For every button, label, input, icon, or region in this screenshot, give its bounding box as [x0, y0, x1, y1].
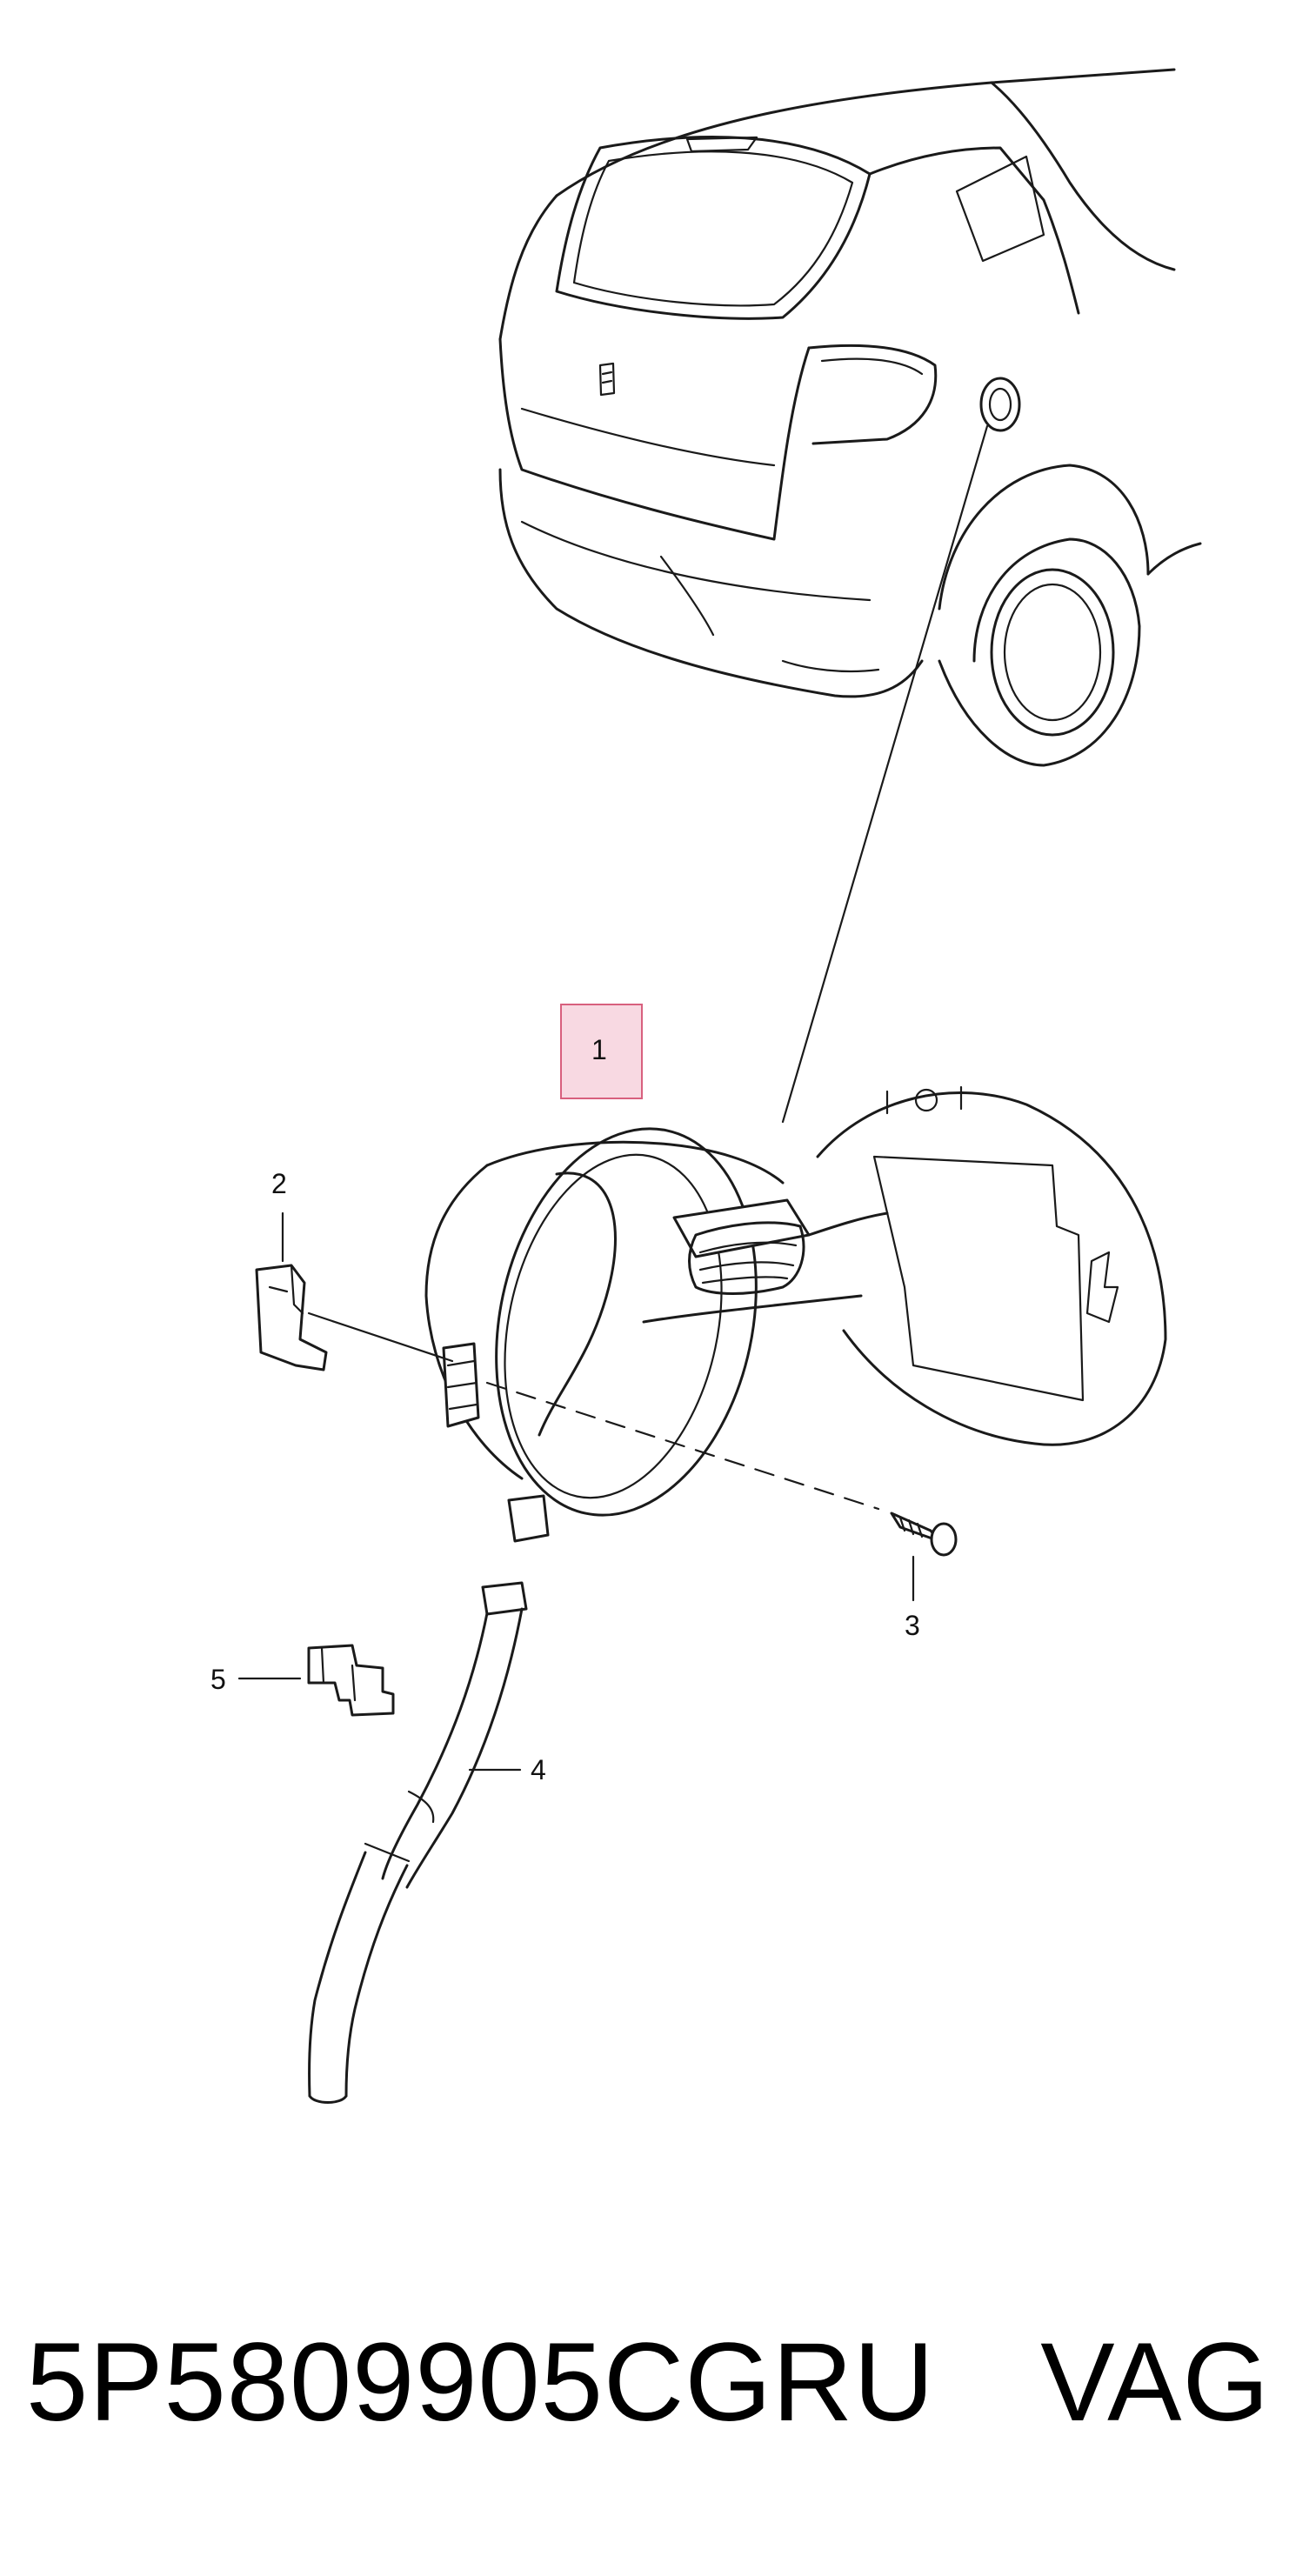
leader-3-dashed: [485, 1381, 880, 1511]
part-number: 5P5809905CGRU: [26, 2320, 935, 2445]
callout-1-label: 1: [591, 1034, 607, 1065]
leader-car-to-assembly: [781, 424, 989, 1124]
callout-5-label: 5: [210, 1664, 226, 1695]
part-caption: 5P5809905CGRU VAG: [26, 2313, 1270, 2453]
car-rear-illustration: [498, 68, 1202, 767]
part-3-screw: [890, 1512, 958, 1557]
callout-1-highlight: [560, 1004, 643, 1099]
part-4-hose: [308, 1581, 528, 2104]
part-5-bracket: [307, 1644, 395, 1717]
brand-name: VAG: [1040, 2320, 1270, 2445]
callout-4-label: 4: [531, 1754, 546, 1785]
fuel-filler-housing: [424, 1085, 1167, 1543]
callout-2-label: 2: [271, 1168, 287, 1199]
part-2-clip: [255, 1264, 328, 1371]
callout-3-label: 3: [905, 1610, 920, 1641]
leader-2-to-assembly: [307, 1311, 454, 1363]
